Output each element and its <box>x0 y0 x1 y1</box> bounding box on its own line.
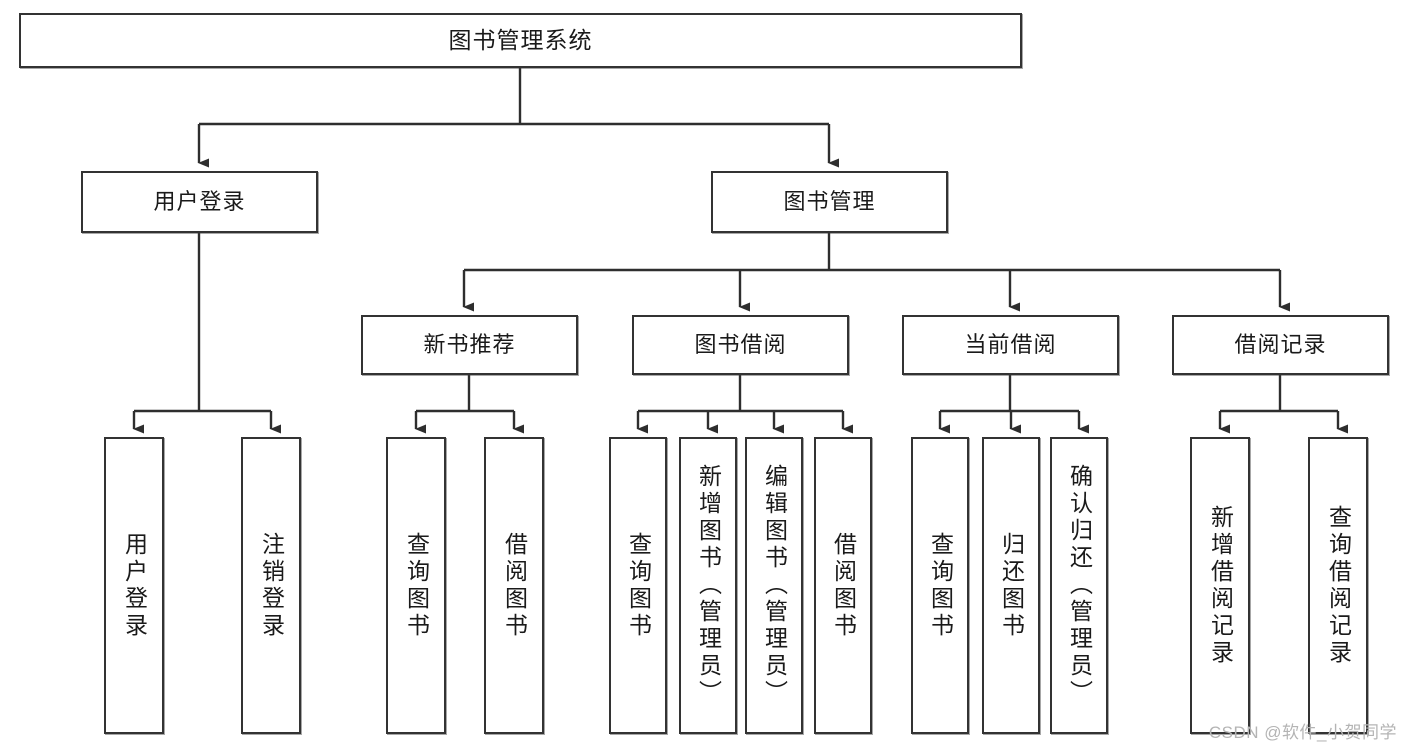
node-leaf-confirm-return[interactable]: 确认归还（管理员） <box>1050 437 1108 734</box>
node-leaf-query-book-c-label: 查询图书 <box>927 531 954 640</box>
node-leaf-query-book-b[interactable]: 查询图书 <box>609 437 667 734</box>
node-leaf-add-book[interactable]: 新增图书（管理员） <box>679 437 737 734</box>
node-leaf-return-book-label: 归还图书 <box>998 531 1025 640</box>
node-leaf-borrow-book-b[interactable]: 借阅图书 <box>814 437 872 734</box>
node-user-login[interactable]: 用户登录 <box>81 171 318 233</box>
node-leaf-edit-book-label: 编辑图书（管理员） <box>761 464 788 707</box>
node-leaf-add-record[interactable]: 新增借阅记录 <box>1190 437 1250 734</box>
node-borrow-record-label: 借阅记录 <box>1234 332 1327 358</box>
node-leaf-return-book[interactable]: 归还图书 <box>982 437 1040 734</box>
node-book-borrow-label: 图书借阅 <box>694 332 787 358</box>
node-book-manage-label: 图书管理 <box>783 189 876 215</box>
node-leaf-add-record-label: 新增借阅记录 <box>1207 504 1234 667</box>
node-leaf-user-login-label: 用户登录 <box>121 531 148 640</box>
node-leaf-query-record[interactable]: 查询借阅记录 <box>1308 437 1368 734</box>
node-user-login-label: 用户登录 <box>153 189 246 215</box>
node-root[interactable]: 图书管理系统 <box>19 13 1022 68</box>
node-leaf-add-book-label: 新增图书（管理员） <box>695 464 722 707</box>
node-current-borrow-label: 当前借阅 <box>964 332 1057 358</box>
node-leaf-logout-label: 注销登录 <box>258 531 285 640</box>
node-leaf-user-login[interactable]: 用户登录 <box>104 437 164 734</box>
node-root-label: 图书管理系统 <box>448 27 593 54</box>
node-current-borrow[interactable]: 当前借阅 <box>902 315 1119 375</box>
node-leaf-borrow-book-a-label: 借阅图书 <box>501 531 528 640</box>
node-leaf-edit-book[interactable]: 编辑图书（管理员） <box>745 437 803 734</box>
node-leaf-logout[interactable]: 注销登录 <box>241 437 301 734</box>
node-new-book-recommend[interactable]: 新书推荐 <box>361 315 578 375</box>
node-book-manage[interactable]: 图书管理 <box>711 171 948 233</box>
node-book-borrow[interactable]: 图书借阅 <box>632 315 849 375</box>
node-leaf-borrow-book-b-label: 借阅图书 <box>830 531 857 640</box>
node-new-book-recommend-label: 新书推荐 <box>423 332 516 358</box>
node-leaf-query-book-b-label: 查询图书 <box>625 531 652 640</box>
node-leaf-borrow-book-a[interactable]: 借阅图书 <box>484 437 544 734</box>
node-leaf-query-book-c[interactable]: 查询图书 <box>911 437 969 734</box>
node-leaf-query-record-label: 查询借阅记录 <box>1325 504 1352 667</box>
node-leaf-confirm-return-label: 确认归还（管理员） <box>1066 464 1093 707</box>
watermark-text: CSDN @软件_小贺同学 <box>1208 723 1397 742</box>
node-borrow-record[interactable]: 借阅记录 <box>1172 315 1389 375</box>
node-leaf-query-book-a-label: 查询图书 <box>403 531 430 640</box>
node-leaf-query-book-a[interactable]: 查询图书 <box>386 437 446 734</box>
